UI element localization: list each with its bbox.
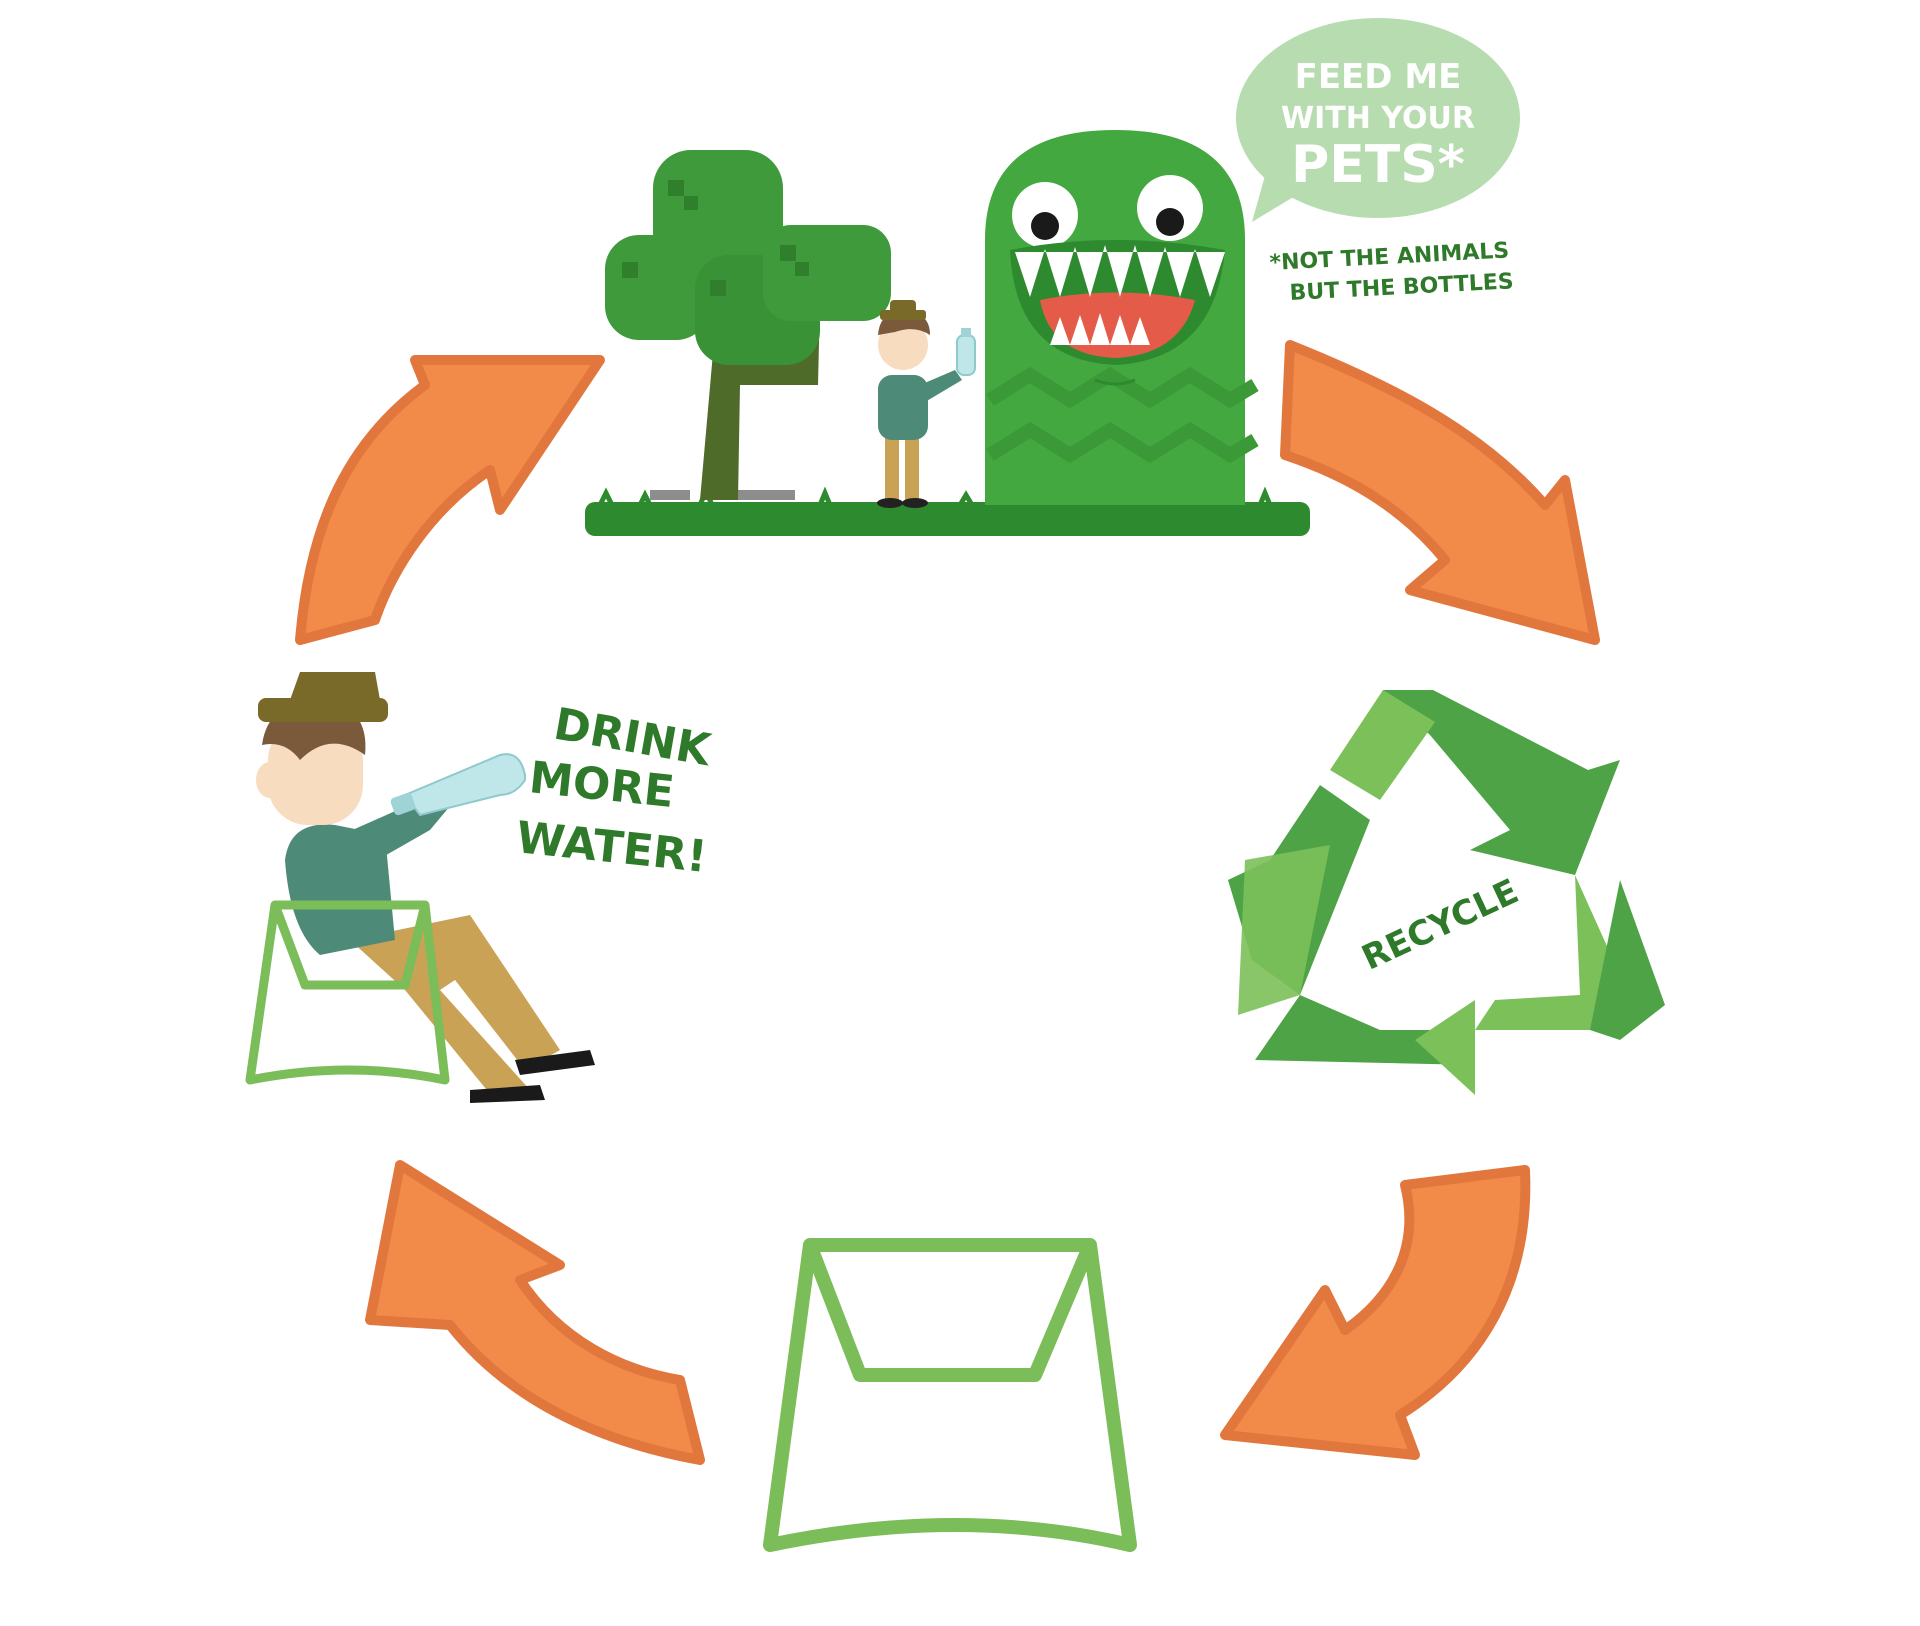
recycle-label: RECYCLE: [1356, 871, 1525, 978]
water-bottle-icon: [390, 753, 526, 817]
cycle-arrow-icon: [295, 355, 605, 645]
cycle-arrow-top-right: [1280, 340, 1600, 645]
speech-bubble-line2: WITH YOUR: [1281, 101, 1475, 136]
cycle-arrow-bottom-left: [365, 1160, 705, 1465]
speech-bubble-line1: FEED ME: [1295, 57, 1462, 97]
grass-ground: [585, 502, 1310, 536]
drink-more-water-text: DRINK MORE WATER!: [514, 699, 716, 883]
cycle-arrow-top-left: [295, 355, 605, 645]
drink-line3: WATER!: [514, 812, 710, 883]
tree-icon: [605, 150, 891, 500]
cycle-arrow-icon: [1220, 1165, 1531, 1460]
rocking-chair-icon: [763, 1238, 1137, 1552]
speech-bubble: FEED ME WITH YOUR PETS*: [1236, 18, 1520, 222]
man-drinking-water: [245, 672, 595, 1103]
footnote-line2: BUT THE BOTTLES: [1289, 269, 1514, 306]
small-man-with-bottle: [877, 300, 976, 508]
cycle-arrow-icon: [1280, 340, 1600, 645]
water-bottle-icon: [956, 328, 976, 376]
cycle-arrow-icon: [365, 1160, 705, 1465]
monster-bin-icon: [985, 130, 1259, 505]
recycle-icon: RECYCLE: [1228, 690, 1665, 1095]
speech-bubble-line3: PETS*: [1291, 135, 1465, 195]
cycle-arrow-bottom-right: [1220, 1165, 1531, 1460]
park-scene: FEED ME WITH YOUR PETS* *NOT THE ANIMALS…: [585, 18, 1520, 536]
